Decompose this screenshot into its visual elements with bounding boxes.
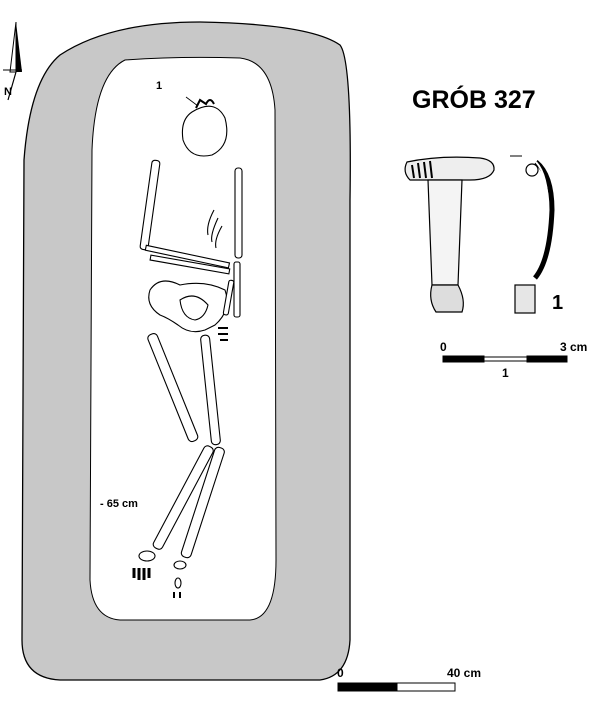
page-title: GRÓB 327 — [412, 86, 536, 114]
artifact-scale-start: 0 — [440, 340, 447, 354]
artifact-scale-bar — [442, 355, 568, 363]
grave-scale-bar — [337, 682, 456, 692]
north-label: N — [4, 86, 12, 98]
grave-pit-inner — [89, 56, 277, 621]
fibula-brooch-front-view — [404, 156, 495, 313]
grave-scale-end: 40 cm — [447, 666, 482, 680]
depth-label: - 65 cm — [100, 498, 138, 510]
fibula-brooch-side-view — [514, 160, 555, 314]
north-arrow-icon — [3, 21, 22, 101]
grave-scale-start: 0 — [337, 666, 344, 680]
artifact-scale-caption: 1 — [502, 366, 509, 380]
artifact-scale-end: 3 cm — [560, 340, 588, 354]
artifact-number-label: 1 — [552, 292, 564, 314]
skeleton-drawing — [132, 96, 243, 598]
skull-find-label: 1 — [156, 80, 163, 92]
